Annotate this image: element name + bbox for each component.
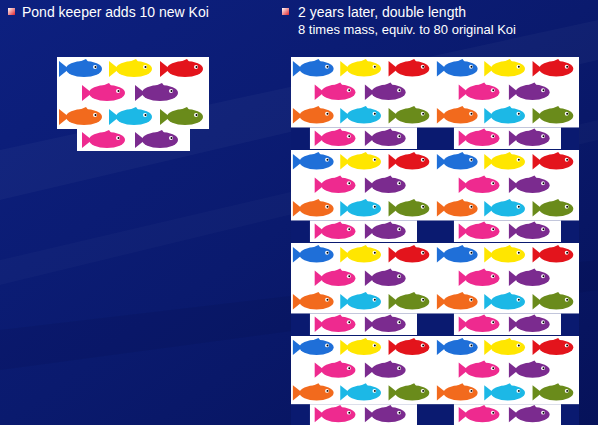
koi-group [57, 57, 209, 151]
koi-group [435, 57, 579, 149]
koi-group [435, 150, 579, 242]
bullet-subtext: 8 times mass, equiv. to 80 original Koi [298, 22, 516, 37]
bullet-text: 2 years later, double length [298, 4, 466, 20]
bullet-mark [282, 8, 289, 15]
bullet-mark [8, 8, 15, 15]
koi-group [291, 243, 435, 335]
koi-group [435, 243, 579, 335]
bullet-text: Pond keeper adds 10 new Koi [22, 4, 209, 20]
koi-group [291, 336, 435, 425]
koi-group [291, 150, 435, 242]
koi-group [435, 336, 579, 425]
koi-panel [291, 57, 579, 425]
koi-group [291, 57, 435, 149]
